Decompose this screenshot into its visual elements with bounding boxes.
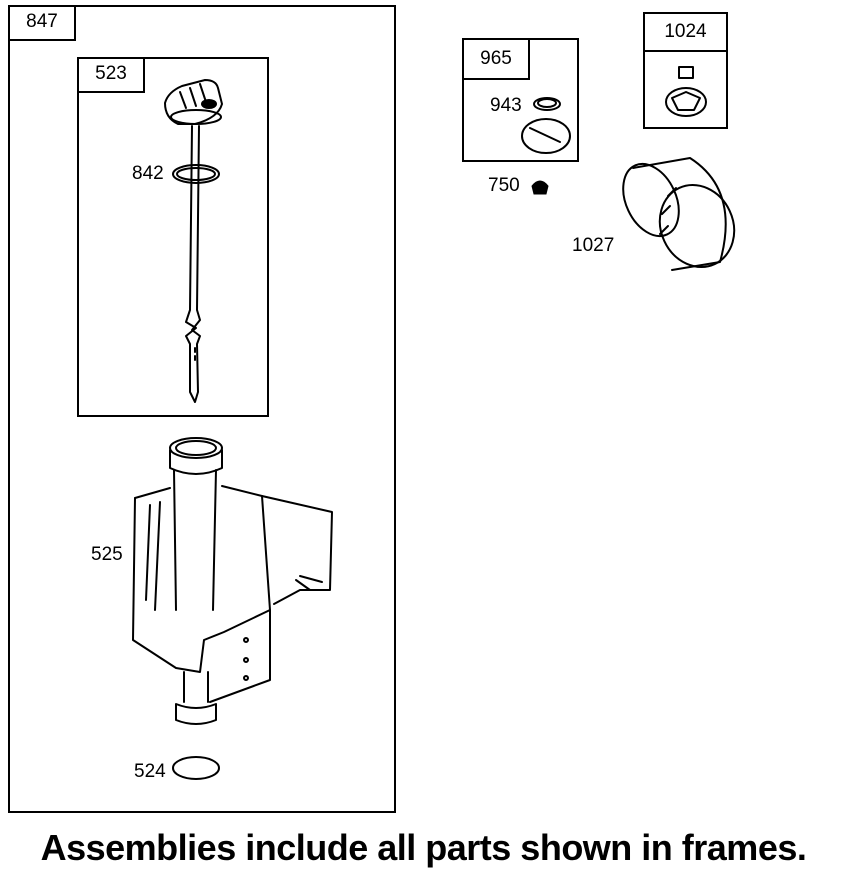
frame-label-847: 847 [8, 5, 76, 41]
assembly-frame-847: 847 [8, 5, 396, 813]
screw-750-drawing [531, 180, 549, 195]
dipstick-rod-drawing [185, 125, 201, 403]
assemblies-note: Assemblies include all parts shown in fr… [40, 827, 807, 868]
o-ring-524-drawing [172, 756, 220, 780]
assembly-frame-1024: 1024 [643, 12, 728, 129]
assembly-frame-523: 523 [77, 57, 269, 417]
assembly-frame-965: 965 [462, 38, 579, 162]
part-label-842: 842 [132, 163, 164, 184]
part-label-943: 943 [490, 95, 522, 116]
frame-label-965: 965 [462, 38, 530, 80]
part-label-750: 750 [488, 175, 520, 196]
fill-tube-drawing [132, 437, 333, 725]
frame-label-1024: 1024 [643, 12, 728, 52]
drain-plug-1024-drawing [665, 66, 707, 117]
dipstick-cap-drawing [164, 79, 223, 125]
part-label-1027: 1027 [572, 235, 615, 256]
o-ring-842-drawing [172, 164, 220, 184]
oil-filter-1027-drawing [622, 157, 736, 271]
gasket-965-drawing [521, 118, 571, 154]
part-label-525: 525 [91, 544, 123, 565]
part-label-524: 524 [134, 761, 166, 782]
frame-label-523: 523 [77, 57, 145, 93]
